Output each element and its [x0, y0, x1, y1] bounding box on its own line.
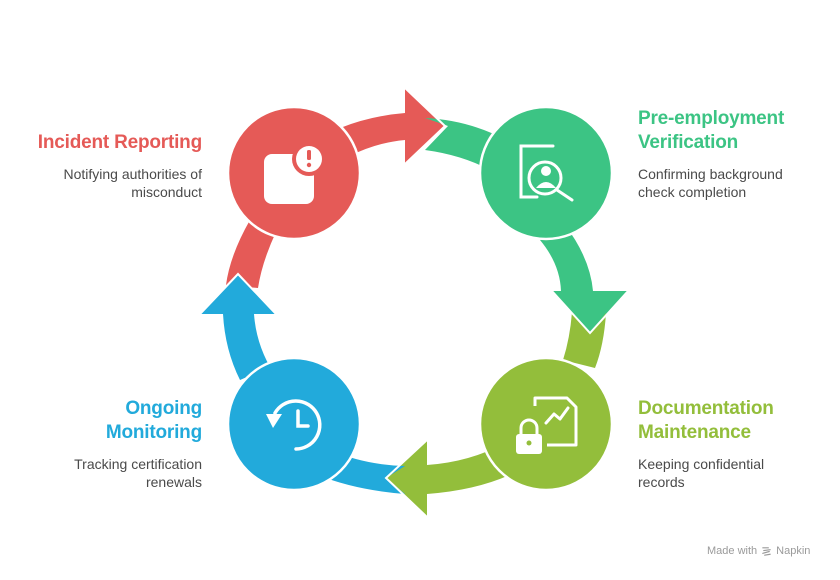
arrow-monitoring-to-incident	[200, 274, 276, 380]
arc-incident-lower	[226, 220, 276, 288]
title-line: Maintenance	[638, 422, 751, 443]
step-description: Tracking certification renewals	[2, 455, 202, 491]
title-line: Verification	[638, 132, 739, 153]
step-node-verification	[478, 105, 614, 241]
desc-line: renewals	[145, 474, 202, 490]
title-line: Ongoing	[125, 398, 202, 419]
desc-line: misconduct	[131, 184, 202, 200]
title-line: Documentation	[638, 398, 774, 419]
step-title: Pre-employment Verification	[638, 107, 838, 155]
step-node-documentation	[478, 356, 614, 492]
step-title: Documentation Maintenance	[638, 397, 838, 445]
arrow-verification-to-documentation	[540, 225, 628, 333]
step-description: Confirming background check completion	[638, 165, 838, 201]
separator	[199, 272, 277, 315]
watermark-prefix: Made with	[707, 545, 758, 557]
separator	[404, 87, 447, 165]
title-line: Monitoring	[105, 422, 202, 443]
step-description: Keeping confidential records	[638, 455, 838, 491]
arrow-documentation-to-monitoring	[386, 440, 520, 517]
step-label-documentation: Documentation Maintenance Keeping confid…	[638, 397, 838, 491]
step-circle	[226, 356, 362, 492]
step-label-monitoring: Ongoing Monitoring Tracking certificatio…	[2, 397, 202, 491]
desc-line: check completion	[638, 184, 747, 200]
napkin-logo-icon	[762, 546, 771, 556]
desc-line: Keeping confidential	[638, 456, 765, 472]
watermark-brand: Napkin	[776, 545, 811, 557]
desc-line: Confirming background	[638, 166, 783, 182]
step-title: Ongoing Monitoring	[2, 397, 202, 445]
separator	[551, 290, 629, 335]
step-label-incident: Incident Reporting Notifying authorities…	[2, 131, 202, 201]
desc-line: Notifying authorities of	[63, 166, 202, 182]
arc-documentation-upper	[563, 312, 606, 368]
separator	[384, 439, 428, 518]
step-title: Incident Reporting	[37, 132, 202, 153]
step-label-verification: Pre-employment Verification Confirming b…	[638, 107, 838, 201]
desc-line: records	[638, 474, 685, 490]
step-node-incident	[226, 105, 362, 241]
secure-document-icon	[516, 396, 578, 454]
alert-document-icon	[264, 142, 326, 204]
title-line: Pre-employment	[638, 108, 785, 129]
step-node-monitoring	[226, 356, 362, 492]
napkin-watermark: Made with Napkin	[707, 545, 810, 557]
history-icon	[266, 399, 322, 451]
desc-line: Tracking certification	[74, 456, 202, 472]
step-description: Notifying authorities of misconduct	[2, 165, 202, 201]
background-check-icon	[519, 144, 574, 202]
